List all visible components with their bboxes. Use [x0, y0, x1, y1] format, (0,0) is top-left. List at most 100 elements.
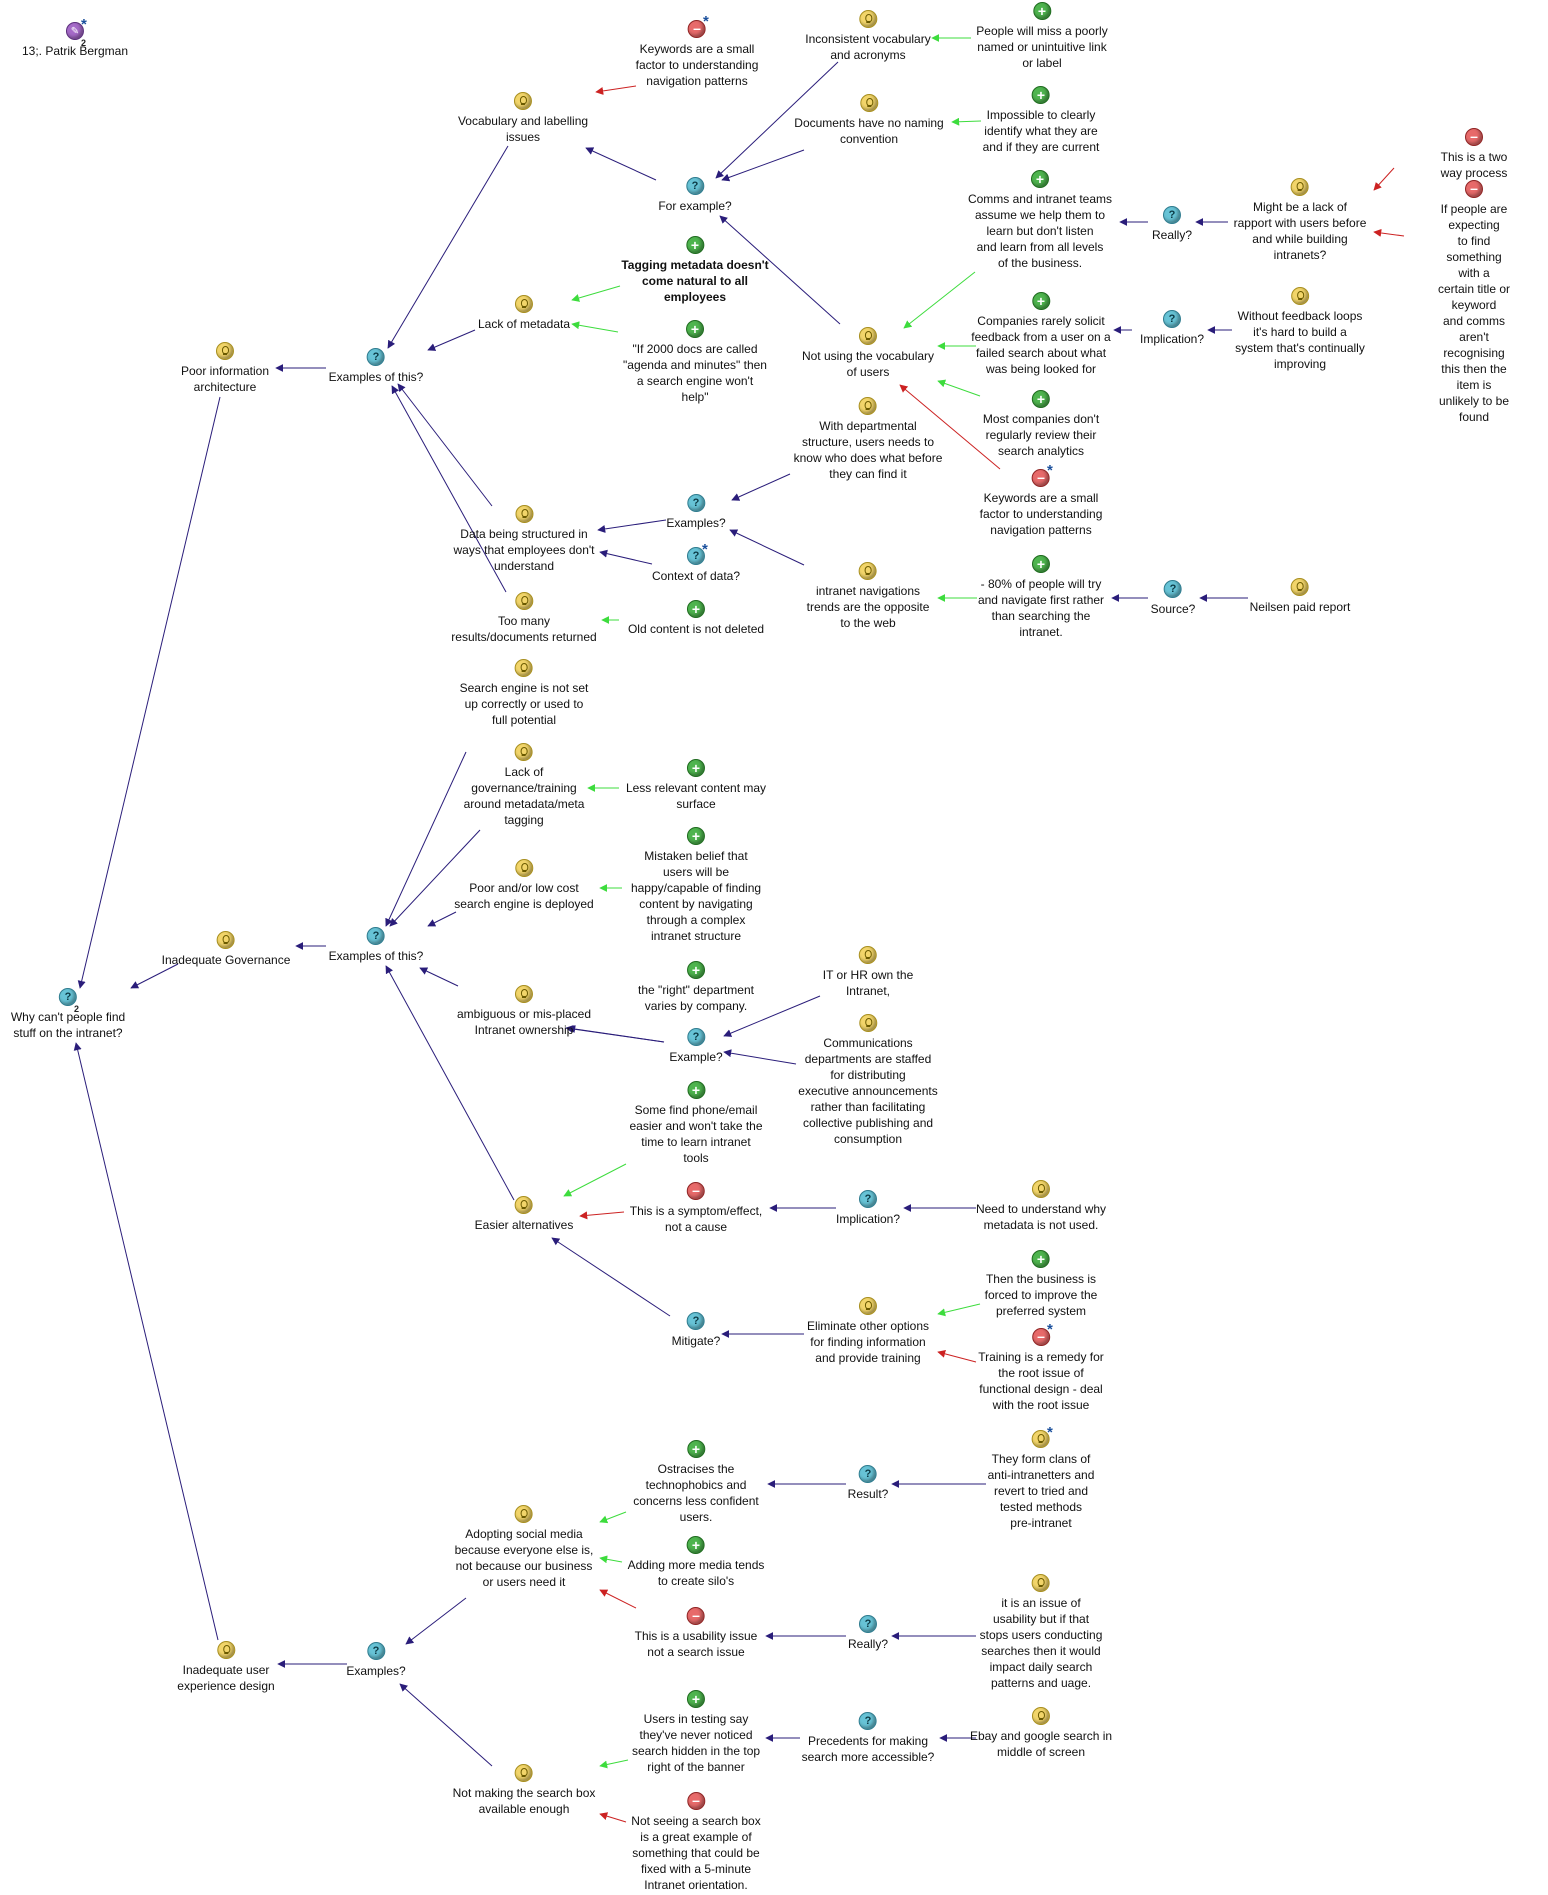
node-right[interactable]: the "right" department varies by company…: [638, 961, 754, 1014]
node-examples2[interactable]: Examples?: [666, 494, 726, 531]
node-ig[interactable]: Inadequate Governance: [162, 931, 290, 968]
node-eliminate[interactable]: Eliminate other options for finding info…: [807, 1297, 929, 1366]
minus-con-icon[interactable]: [686, 1792, 705, 1810]
lightbulb-idea-icon[interactable]: [216, 931, 235, 949]
node-source[interactable]: Source?: [1151, 580, 1195, 617]
node-usability[interactable]: This is a usability issue not a search i…: [635, 1607, 757, 1660]
plus-pro-icon[interactable]: [687, 1690, 705, 1708]
lightbulb-idea-icon[interactable]: [858, 397, 877, 415]
node-agenda[interactable]: "If 2000 docs are called "agenda and min…: [623, 320, 767, 405]
lightbulb-idea-icon[interactable]: [1291, 287, 1309, 305]
node-somefind[interactable]: Some find phone/email easier and won't t…: [629, 1081, 763, 1166]
lightbulb-idea-icon[interactable]: [515, 985, 533, 1003]
node-clans[interactable]: *They form clans of anti-intranetters an…: [988, 1425, 1095, 1531]
node-itis[interactable]: it is an issue of usability but if that …: [980, 1574, 1102, 1691]
lightbulb-idea-icon[interactable]: [515, 1196, 533, 1214]
lightbulb-idea-icon[interactable]: [1290, 578, 1309, 596]
question-icon[interactable]: [859, 1465, 877, 1483]
node-navtrend[interactable]: intranet navigations trends are the oppo…: [807, 562, 929, 631]
node-comms[interactable]: Comms and intranet teams assume we help …: [968, 170, 1112, 271]
plus-pro-icon[interactable]: [686, 320, 704, 338]
plus-pro-icon[interactable]: [686, 827, 705, 845]
node-ostracises[interactable]: Ostracises the technophobics and concern…: [633, 1440, 759, 1525]
question-icon[interactable]: [1163, 580, 1182, 598]
node-ex2[interactable]: Examples of this?: [329, 927, 423, 964]
plus-pro-icon[interactable]: [686, 236, 704, 254]
question-icon[interactable]: [686, 1312, 705, 1330]
node-searcheng[interactable]: Search engine is not set up correctly or…: [460, 659, 588, 728]
node-testing[interactable]: Users in testing say they've never notic…: [632, 1690, 760, 1775]
node-vocab[interactable]: Vocabulary and labelling issues: [458, 92, 588, 145]
node-imposs[interactable]: Impossible to clearly identify what they…: [983, 86, 1099, 155]
lightbulb-idea-icon[interactable]: [217, 1641, 235, 1659]
node-preced[interactable]: Precedents for making search more access…: [802, 1712, 934, 1765]
node-ithr[interactable]: IT or HR own the Intranet,: [823, 946, 913, 999]
question-icon[interactable]: [859, 1615, 877, 1633]
plus-pro-icon[interactable]: [1031, 390, 1050, 408]
node-training[interactable]: *Training is a remedy for the root issue…: [978, 1322, 1104, 1413]
minus-con-icon[interactable]: *: [688, 14, 709, 38]
lightbulb-idea-icon[interactable]: [515, 659, 533, 677]
node-ex3[interactable]: Examples?: [346, 1642, 406, 1679]
question-icon[interactable]: [367, 927, 385, 945]
lightbulb-idea-icon[interactable]: [1290, 178, 1309, 196]
lightbulb-idea-icon[interactable]: [513, 92, 532, 110]
minus-con-icon[interactable]: *: [1032, 463, 1053, 487]
node-easier[interactable]: Easier alternatives: [475, 1196, 573, 1233]
question-icon[interactable]: [686, 177, 704, 195]
plus-pro-icon[interactable]: [686, 961, 705, 979]
node-feedback[interactable]: Without feedback loops it's hard to buil…: [1235, 287, 1365, 372]
minus-con-icon[interactable]: [687, 1607, 705, 1625]
node-symptom[interactable]: This is a symptom/effect, not a cause: [630, 1182, 762, 1235]
node-expect[interactable]: If people are expecting to find somethin…: [1437, 180, 1511, 425]
plus-pro-icon[interactable]: [687, 1440, 705, 1458]
plus-pro-icon[interactable]: [1031, 1250, 1050, 1268]
question-icon[interactable]: [859, 1190, 877, 1208]
lightbulb-idea-icon[interactable]: [858, 946, 877, 964]
plus-pro-icon[interactable]: [1031, 292, 1050, 310]
node-miss[interactable]: People will miss a poorly named or unint…: [976, 2, 1108, 71]
node-lackgov[interactable]: Lack of governance/training around metad…: [464, 743, 584, 828]
plus-pro-icon[interactable]: [687, 600, 705, 618]
lightbulb-idea-icon[interactable]: [515, 1505, 533, 1523]
node-notseeing[interactable]: Not seeing a search box is a great examp…: [631, 1792, 761, 1893]
node-notvocab[interactable]: Not using the vocabulary of users: [802, 327, 934, 380]
minus-con-icon[interactable]: [687, 1182, 705, 1200]
node-tagging[interactable]: Tagging metadata doesn't come natural to…: [621, 236, 769, 305]
node-dept[interactable]: With departmental structure, users needs…: [794, 397, 942, 482]
lightbulb-idea-icon[interactable]: [515, 1764, 533, 1782]
node-user[interactable]: *213;. Patrik Bergman: [22, 17, 128, 59]
question-icon[interactable]: [1163, 206, 1181, 224]
lightbulb-idea-icon[interactable]: [515, 592, 533, 610]
minus-con-icon[interactable]: [1465, 128, 1483, 146]
node-incons[interactable]: Inconsistent vocabulary and acronyms: [805, 10, 931, 63]
node-forced[interactable]: Then the business is forced to improve t…: [985, 1250, 1097, 1319]
node-context[interactable]: *Context of data?: [652, 542, 740, 584]
question-icon[interactable]: [687, 494, 705, 512]
node-rarely[interactable]: Companies rarely solicit feedback from a…: [971, 292, 1111, 377]
node-lackmeta[interactable]: Lack of metadata: [478, 295, 570, 332]
minus-con-icon[interactable]: [1465, 180, 1483, 198]
lightbulb-idea-icon[interactable]: [859, 562, 877, 580]
lightbulb-idea-icon[interactable]: [859, 10, 877, 28]
node-rapport[interactable]: Might be a lack of rapport with users be…: [1234, 178, 1366, 263]
node-really2[interactable]: Really?: [848, 1615, 888, 1652]
question-icon[interactable]: *: [687, 542, 708, 565]
lightbulb-idea-icon[interactable]: [1031, 1707, 1050, 1725]
node-adopting[interactable]: Adopting social media because everyone e…: [455, 1505, 593, 1590]
node-ex1[interactable]: Examples of this?: [329, 348, 423, 385]
node-review[interactable]: Most companies don't regularly review th…: [983, 390, 1099, 459]
node-ambig[interactable]: ambiguous or mis-placed Intranet ownersh…: [457, 985, 591, 1038]
lightbulb-idea-icon[interactable]: [515, 859, 533, 877]
plus-pro-icon[interactable]: [686, 759, 705, 777]
question-icon[interactable]: [367, 348, 385, 366]
lightbulb-idea-icon[interactable]: *: [1031, 1425, 1053, 1448]
node-pia[interactable]: Poor information architecture: [181, 342, 269, 395]
node-iux[interactable]: Inadequate user experience design: [177, 1641, 275, 1694]
lightbulb-idea-icon[interactable]: [1032, 1574, 1050, 1592]
question-icon[interactable]: [858, 1712, 877, 1730]
lightbulb-idea-icon[interactable]: [859, 1014, 877, 1032]
node-commsdept[interactable]: Communications departments are staffed f…: [798, 1014, 938, 1147]
lightbulb-idea-icon[interactable]: [858, 1297, 877, 1315]
node-oldcontent[interactable]: Old content is not deleted: [628, 600, 764, 637]
